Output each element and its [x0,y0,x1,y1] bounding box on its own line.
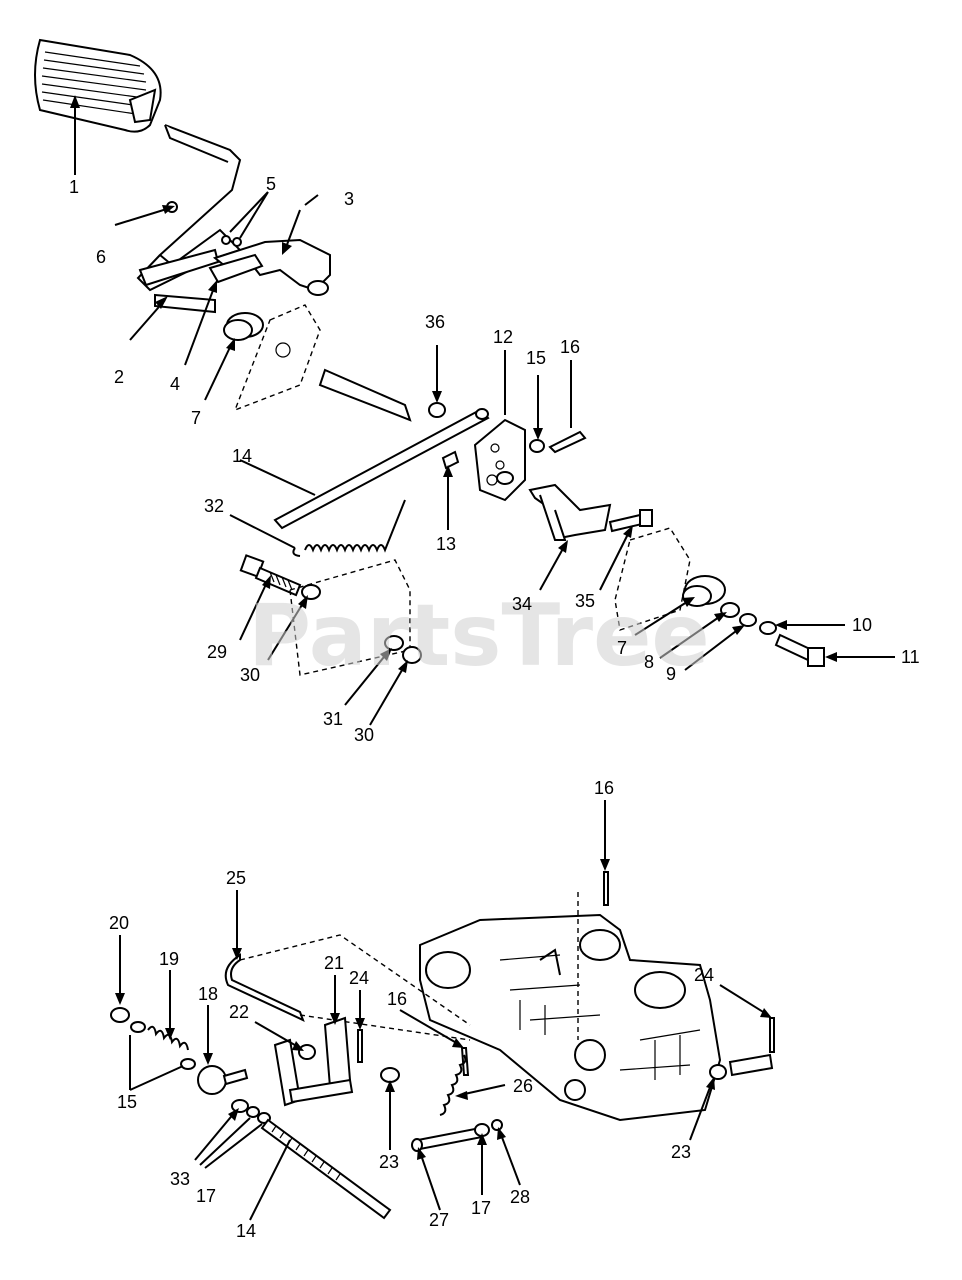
lever-21 [273,1016,354,1107]
nut-17-a [246,1106,260,1118]
callout-5: 5 [266,174,276,194]
callout-4: 4 [170,374,180,394]
frame-hole [275,342,291,358]
transmission-body [419,913,722,1122]
link-reference-lines [239,934,471,1041]
spring-pin-13 [441,450,460,470]
washer-33 [231,1099,249,1113]
callout-17-right: 17 [471,1198,491,1218]
callout-23-right: 23 [671,1142,691,1162]
link-rod-25 [224,953,305,1022]
callout-22: 22 [229,1002,249,1022]
washer-9 [739,613,757,627]
callout-21: 21 [324,953,344,973]
callout-30-upper: 30 [240,665,260,685]
cross-shaft [318,368,412,422]
callout-30-lower: 30 [354,725,374,745]
callout-labels: 1 2 3 4 5 6 7 36 12 15 16 14 32 13 34 35… [69,174,920,1241]
washer-10 [759,621,777,635]
nut-30-upper [301,584,321,600]
cotter-pin-16-upper [548,430,587,454]
callout-26: 26 [513,1076,533,1096]
callout-15-upper: 15 [526,348,546,368]
callout-3: 3 [344,189,354,209]
washer-31 [384,635,404,651]
callout-28: 28 [510,1187,530,1207]
callout-19: 19 [159,949,179,969]
callout-14-upper: 14 [232,446,252,466]
callout-36: 36 [425,312,445,332]
bolt-11 [774,633,825,667]
bolt-35 [608,509,653,533]
callout-10: 10 [852,615,872,635]
bolt-27 [411,1126,484,1152]
callout-35: 35 [575,591,595,611]
callout-25: 25 [226,868,246,888]
nut-20 [110,1007,130,1023]
callout-2: 2 [114,367,124,387]
callout-11: 11 [901,647,920,667]
callout-27: 27 [429,1210,449,1230]
pedal-bracket [166,201,331,296]
threaded-rod-14 [260,1118,392,1220]
callout-6: 6 [96,247,106,267]
callout-14-lower: 14 [236,1221,256,1241]
callout-32: 32 [204,496,224,516]
callout-33: 33 [170,1169,190,1189]
pedal-pad [34,38,162,133]
callout-34: 34 [512,594,532,614]
callout-23-left: 23 [379,1152,399,1172]
callout-16-transmission: 16 [594,778,614,798]
watermark: PartsTree [248,586,710,686]
callout-29: 29 [207,642,227,662]
bolt-29 [239,554,302,597]
nut-22 [298,1044,316,1060]
nut-30-lower [402,646,422,664]
frame-outline-lower [289,559,411,676]
pedal-arm [136,124,242,314]
callout-9: 9 [666,664,676,684]
callout-17-left: 17 [196,1186,216,1206]
callout-24-left: 24 [349,968,369,988]
frame-outline-right [614,527,691,631]
nut-36 [428,402,446,418]
control-rod [273,408,490,530]
callout-7-right: 7 [617,638,627,658]
bushing-upper [223,312,264,341]
callout-12: 12 [493,327,513,347]
callout-20: 20 [109,913,129,933]
cotter-pin-16-top [603,871,609,906]
washer-23-right [709,1064,727,1080]
washer-15-lower-a [130,1021,146,1033]
control-plate-12 [473,418,526,502]
callout-31: 31 [323,709,343,729]
bracket-34 [528,483,612,541]
callout-8: 8 [644,652,654,672]
callout-16-lower: 16 [387,989,407,1009]
frame-outline-upper [233,304,321,412]
callout-15-lower: 15 [117,1092,137,1112]
callout-13: 13 [436,534,456,554]
knob-18 [197,1065,249,1095]
cotter-pin-24-left [357,1029,363,1063]
pin-right [728,1053,774,1077]
callout-18: 18 [198,984,218,1004]
spring-26 [439,1054,467,1116]
callout-24-right: 24 [694,965,714,985]
washer-15-upper [529,439,545,453]
leader-lines [70,95,895,1221]
nut-28 [491,1119,503,1131]
callout-16-upper: 16 [560,337,580,357]
cotter-pin-24-right [769,1017,775,1053]
washer-23-left [380,1067,400,1083]
washer-15-lower-b [180,1058,196,1070]
callout-1: 1 [69,177,79,197]
spring-32 [292,499,406,557]
callout-7-upper: 7 [191,408,201,428]
